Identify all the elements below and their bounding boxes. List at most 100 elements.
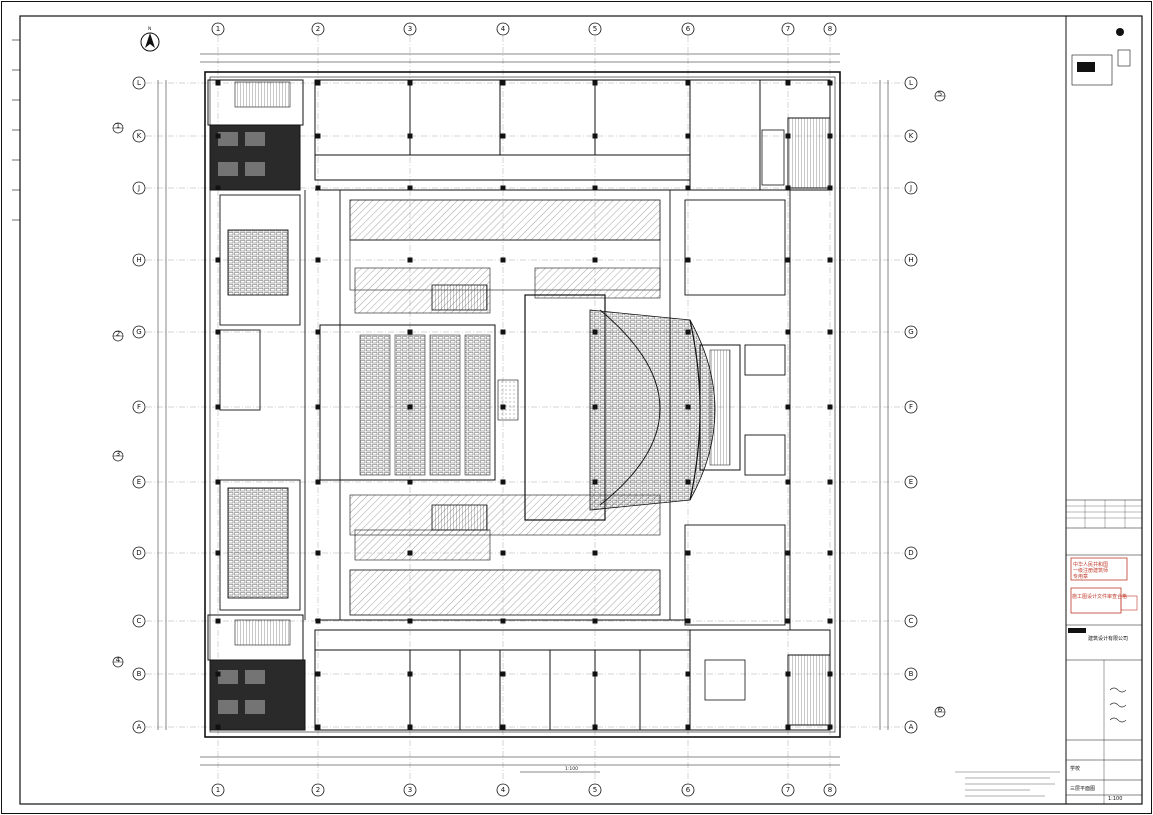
grid-bubble-bottom-6-label: 6 <box>686 786 691 794</box>
column-marker <box>685 550 691 556</box>
column-marker <box>827 671 833 677</box>
grid-bubble-left-K: K <box>132 129 146 143</box>
column-marker <box>407 329 413 335</box>
grid-bubble-left-J: J <box>132 181 146 195</box>
column-marker <box>407 133 413 139</box>
section-mark-label: 6 <box>938 706 943 714</box>
grid-bubble-right-F: F <box>904 400 918 414</box>
column-marker <box>407 404 413 410</box>
column-marker <box>785 185 791 191</box>
column-marker <box>215 133 221 139</box>
grid-bubble-top-3: 3 <box>403 22 417 36</box>
column-marker <box>592 724 598 730</box>
grid-bubble-bottom-4: 4 <box>496 783 510 797</box>
section-mark-6: 6 <box>934 706 946 718</box>
title-block-scale: 1:100 <box>1108 796 1122 802</box>
grid-bubble-right-F-label: F <box>909 403 913 411</box>
column-marker <box>500 185 506 191</box>
column-marker <box>215 724 221 730</box>
section-mark-label: 1 <box>116 122 120 130</box>
grid-bubble-bottom-6: 6 <box>681 783 695 797</box>
grid-bubble-right-D: D <box>904 546 918 560</box>
grid-bubble-left-G-label: G <box>136 328 141 336</box>
column-marker <box>785 671 791 677</box>
column-marker <box>500 671 506 677</box>
grid-bubble-bottom-8: 8 <box>823 783 837 797</box>
column-marker <box>500 404 506 410</box>
grid-bubble-right-J-label: J <box>909 184 912 192</box>
column-marker <box>215 329 221 335</box>
column-marker <box>500 257 506 263</box>
firm-name: 建筑设计有限公司 <box>1088 635 1128 642</box>
column-marker <box>685 257 691 263</box>
review-stamp <box>1070 587 1122 614</box>
grid-bubble-left-E: E <box>132 475 146 489</box>
column-marker <box>592 550 598 556</box>
column-marker <box>500 724 506 730</box>
grid-bubble-right-K-label: K <box>909 132 914 140</box>
column-marker <box>315 257 321 263</box>
section-mark-label: 4 <box>116 656 121 664</box>
column-marker <box>315 404 321 410</box>
column-marker <box>592 329 598 335</box>
grid-bubble-top-7: 7 <box>781 22 795 36</box>
north-arrow-icon: N <box>140 26 160 52</box>
grid-bubble-right-C: C <box>904 614 918 628</box>
column-marker <box>215 618 221 624</box>
grid-bubble-bottom-3: 3 <box>403 783 417 797</box>
grid-bubble-right-C-label: C <box>909 617 914 625</box>
column-marker <box>315 133 321 139</box>
grid-bubble-bottom-8-label: 8 <box>828 786 832 794</box>
grid-bubble-right-B: B <box>904 667 918 681</box>
column-marker <box>215 479 221 485</box>
key-plan-icon <box>1071 54 1113 86</box>
grid-bubble-bottom-1: 1 <box>211 783 225 797</box>
column-marker <box>315 479 321 485</box>
column-marker <box>785 550 791 556</box>
column-marker <box>827 257 833 263</box>
grid-bubble-left-A-label: A <box>137 723 142 731</box>
column-marker <box>215 80 221 86</box>
grid-bubble-left-H-label: H <box>136 256 141 264</box>
column-marker <box>407 550 413 556</box>
column-marker <box>407 479 413 485</box>
column-marker <box>827 133 833 139</box>
grid-bubble-right-D-label: D <box>908 549 913 557</box>
grid-bubble-top-5-label: 5 <box>593 25 597 33</box>
dimension-lines <box>157 53 889 766</box>
grid-bubble-top-8-label: 8 <box>828 25 832 33</box>
column-marker <box>215 550 221 556</box>
column-marker <box>827 329 833 335</box>
north-label: N <box>148 26 151 32</box>
grid-bubble-right-E-label: E <box>909 478 913 486</box>
column-marker <box>407 671 413 677</box>
section-mark-label: 5 <box>938 90 942 98</box>
grid-bubble-right-B-label: B <box>909 670 914 678</box>
column-marker <box>827 479 833 485</box>
grid-bubble-top-8: 8 <box>823 22 837 36</box>
grid-bubble-top-3-label: 3 <box>408 25 412 33</box>
grid-bubble-right-E: E <box>904 475 918 489</box>
grid-bubble-right-J: J <box>904 181 918 195</box>
grid-bubble-left-B-label: B <box>137 670 142 678</box>
stamp-line-1: 中华人民共和国 <box>1073 561 1108 568</box>
signature-mark <box>1109 687 1127 693</box>
column-marker <box>315 618 321 624</box>
column-marker <box>315 80 321 86</box>
column-marker <box>785 133 791 139</box>
grid-bubble-top-7-label: 7 <box>786 25 790 33</box>
section-mark-label: 2 <box>116 330 120 338</box>
column-marker <box>785 257 791 263</box>
column-marker <box>685 724 691 730</box>
grid-bubble-left-B: B <box>132 667 146 681</box>
column-marker <box>407 724 413 730</box>
column-marker <box>315 671 321 677</box>
grid-bubble-left-L-label: L <box>137 79 141 87</box>
column-marker <box>827 724 833 730</box>
grid-bubble-left-C-label: C <box>137 617 142 625</box>
sw-stair-core <box>207 614 306 731</box>
grid-bubble-left-A: A <box>132 720 146 734</box>
grid-bubble-top-2: 2 <box>311 22 325 36</box>
